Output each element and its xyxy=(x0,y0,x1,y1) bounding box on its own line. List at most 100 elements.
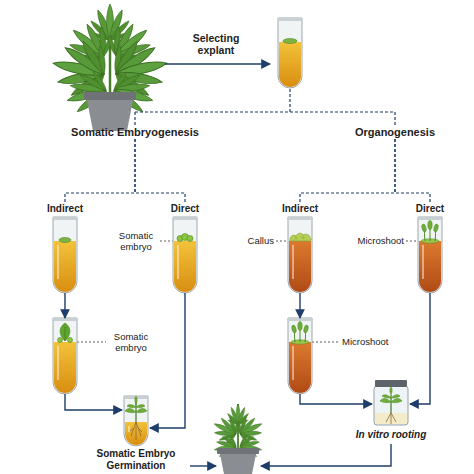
tube-medium xyxy=(54,241,76,292)
culture-jar-box: In vitro rooting xyxy=(372,380,410,426)
tube-contents xyxy=(59,238,71,243)
culture-tube xyxy=(286,217,314,293)
leader-line xyxy=(312,342,339,343)
method-label: Direct xyxy=(416,203,444,215)
culture-tissue xyxy=(130,422,142,440)
culture-tissue xyxy=(290,233,311,241)
culture-tissue xyxy=(60,323,70,341)
tube-lip xyxy=(287,318,313,321)
explant-arrow xyxy=(165,63,270,64)
culture-tissue xyxy=(291,325,297,334)
callout-label: Microshoot xyxy=(358,235,404,246)
flow-arrow xyxy=(65,394,122,410)
flow-arrow xyxy=(150,293,185,428)
tube-glass xyxy=(418,217,442,293)
culture-tissue xyxy=(433,224,439,233)
culture-tube-box: Somatic Embryo Germination xyxy=(122,396,150,446)
stage-label: Somatic Embryo Germination xyxy=(86,448,186,472)
tube-highlight xyxy=(57,245,59,279)
tube-medium xyxy=(125,422,147,445)
arrow-label: Selecting explant xyxy=(182,32,250,56)
tube-medium xyxy=(54,342,76,393)
plant-pot xyxy=(220,454,256,474)
culture-tissue xyxy=(59,238,71,243)
culture-tissue xyxy=(380,387,402,403)
tube-glass xyxy=(124,396,148,446)
callout-label: Somatic embryo xyxy=(109,331,153,353)
tube-medium xyxy=(289,342,311,393)
culture-tissue xyxy=(421,224,427,233)
culture-tissue xyxy=(65,327,66,341)
callout-label: Somatic embryo xyxy=(114,230,158,252)
mother-plant xyxy=(47,4,173,131)
tube-glass xyxy=(278,18,302,88)
tube-highlight xyxy=(128,426,130,432)
plant-leaf xyxy=(226,404,249,425)
culture-tube-box: Indirect xyxy=(51,203,79,293)
tube-lip xyxy=(287,217,313,220)
culture-tube-box: IndirectCallus xyxy=(286,203,314,293)
pot-rim xyxy=(217,448,259,454)
culture-tube xyxy=(51,318,79,394)
tube-medium xyxy=(289,241,311,292)
flow-arrow xyxy=(64,293,65,318)
stage-heading: Somatic Embryogenesis xyxy=(65,126,205,139)
culture-tube xyxy=(122,396,150,446)
callout-label: Callus xyxy=(248,235,274,246)
jar-medium xyxy=(375,413,407,424)
split-line xyxy=(395,139,430,203)
flow-arrow xyxy=(261,444,391,466)
culture-tissue xyxy=(301,236,304,239)
split-line xyxy=(300,139,395,203)
culture-tube-box: Microshoot xyxy=(286,318,314,394)
tube-glass xyxy=(53,318,77,394)
culture-tube-box: DirectMicroshoot xyxy=(416,203,444,293)
flow-arrow xyxy=(299,293,300,318)
jar-glass xyxy=(374,386,408,425)
flow-arrow xyxy=(410,293,430,404)
split-line xyxy=(65,139,135,203)
explant-tissue xyxy=(283,39,297,44)
tube-glass xyxy=(173,217,197,293)
process-heading-box: Somatic Embryogenesis xyxy=(65,126,205,139)
tube-contents xyxy=(177,234,193,242)
culture-tissue xyxy=(295,237,298,240)
stage-label: In vitro rooting xyxy=(356,429,427,441)
culture-tissue xyxy=(58,338,63,343)
regenerated-plant xyxy=(208,404,267,474)
culture-tissue xyxy=(68,338,73,343)
tube-lip xyxy=(52,318,78,321)
culture-tube xyxy=(171,217,199,293)
tube-medium xyxy=(279,42,301,87)
tube-highlight xyxy=(292,245,294,279)
culture-tube xyxy=(51,217,79,293)
leader-line xyxy=(77,342,106,343)
culture-tissue xyxy=(303,325,309,334)
jar-lid xyxy=(375,380,407,387)
method-label: Direct xyxy=(171,203,199,215)
tube-contents xyxy=(58,323,73,343)
callout-label: Microshoot xyxy=(342,336,388,347)
leader-lines xyxy=(77,241,422,342)
stage-heading: Organogenesis xyxy=(335,126,455,139)
jar-contents xyxy=(380,387,402,424)
culture-tissue xyxy=(125,396,147,413)
process-heading-box: Organogenesis xyxy=(335,126,455,139)
explant-tube xyxy=(277,18,303,88)
tube-medium xyxy=(419,241,441,292)
split-line xyxy=(135,89,395,126)
flow-arrow xyxy=(190,465,216,466)
tube-highlight xyxy=(177,245,179,279)
culture-tube-box: DirectSomatic embryo xyxy=(171,203,199,293)
tube-lip xyxy=(172,217,198,220)
pot-rim xyxy=(84,92,136,100)
culture-tube xyxy=(416,217,444,293)
tube-lip xyxy=(52,217,78,220)
tube-contents xyxy=(125,396,147,440)
tube-highlight xyxy=(422,245,424,279)
tube-contents xyxy=(290,233,311,241)
tube-contents xyxy=(421,221,439,244)
tube-highlight xyxy=(57,346,59,380)
culture-tube-box: Somatic embryo xyxy=(51,318,79,394)
